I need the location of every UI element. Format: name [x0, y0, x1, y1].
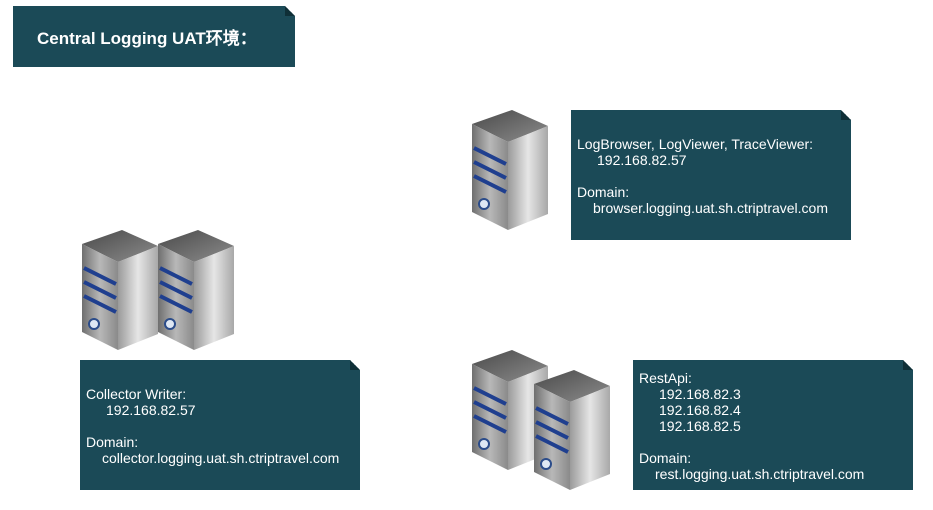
- browser-ip: 192.168.82.57: [597, 152, 687, 168]
- rest-ip-2: 192.168.82.4: [659, 402, 741, 418]
- collector-server-icon: [156, 230, 236, 350]
- collector-server-icon: [80, 230, 160, 350]
- browser-heading: LogBrowser, LogViewer, TraceViewer:: [577, 136, 814, 152]
- title-note: Central Logging UAT环境：: [13, 6, 295, 67]
- rest-heading: RestApi:: [639, 370, 692, 386]
- rest-note: RestApi: 192.168.82.3 192.168.82.4 192.1…: [633, 360, 913, 490]
- collector-domain: collector.logging.uat.sh.ctriptravel.com: [102, 450, 340, 466]
- collector-ip: 192.168.82.57: [106, 402, 196, 418]
- rest-domain-label: Domain:: [639, 450, 692, 466]
- rest-ip-1: 192.168.82.3: [659, 386, 741, 402]
- browser-note: LogBrowser, LogViewer, TraceViewer: 192.…: [571, 110, 851, 240]
- browser-domain-label: Domain:: [577, 184, 630, 200]
- browser-domain: browser.logging.uat.sh.ctriptravel.com: [593, 200, 828, 216]
- collector-note: Collector Writer: 192.168.82.57 Domain: …: [80, 360, 360, 490]
- collector-domain-label: Domain:: [86, 434, 139, 450]
- collector-heading: Collector Writer:: [86, 386, 187, 402]
- rest-server-icon: [532, 370, 612, 490]
- rest-ip-3: 192.168.82.5: [659, 418, 741, 434]
- browser-server-icon: [470, 110, 550, 230]
- page-title: Central Logging UAT环境：: [37, 29, 257, 48]
- rest-domain: rest.logging.uat.sh.ctriptravel.com: [655, 466, 865, 482]
